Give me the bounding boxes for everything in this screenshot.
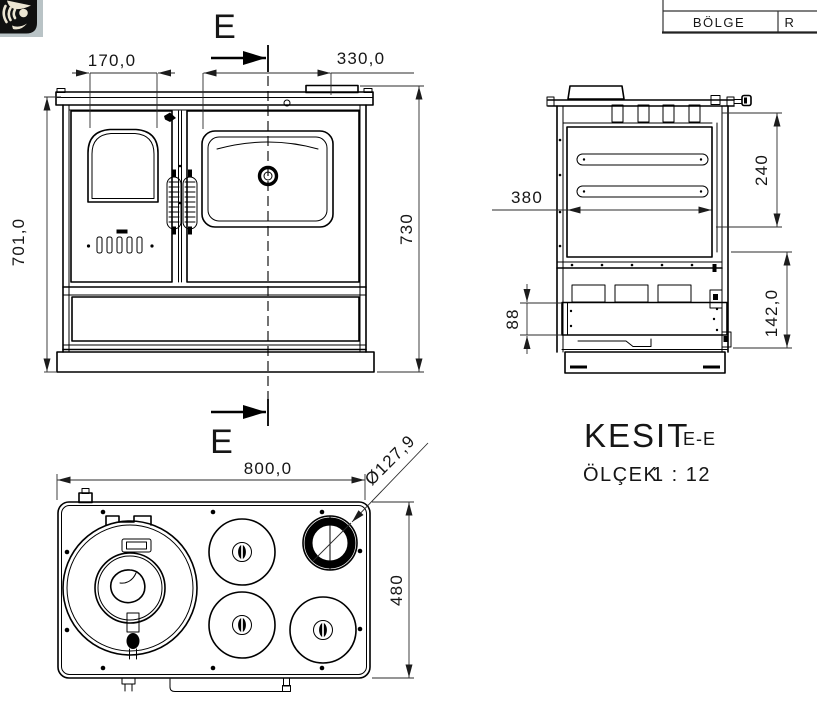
scale-label: ÖLÇEK — [583, 464, 658, 486]
dim-flue-diameter: Ø127,9 — [361, 431, 419, 489]
section-ref-label: E-E — [683, 429, 716, 449]
burner-plates — [208, 518, 357, 664]
dim-height-total: 730 — [397, 213, 416, 245]
spring-handle-right — [182, 169, 198, 235]
air-vent-slots — [86, 229, 154, 254]
dim-oven-height: 240 — [752, 154, 771, 186]
dim-top-width: 800,0 — [244, 459, 293, 478]
drawer-latch — [577, 338, 652, 347]
title-block-region-label: BÖLGE — [693, 15, 745, 30]
section-letter-top: E — [213, 8, 237, 46]
dim-door-width: 330,0 — [337, 49, 386, 68]
title-block-col2-label: R — [785, 15, 796, 30]
hotplate-lid — [62, 515, 198, 660]
dim-drawer-height: 88 — [503, 308, 522, 329]
firebox-window — [87, 128, 159, 203]
firebrick-row — [562, 104, 713, 124]
oven-cavity — [566, 126, 713, 258]
stove-top-plate — [55, 91, 374, 106]
section-drawer — [561, 301, 728, 336]
section-title: KESIT — [584, 417, 689, 454]
dim-window-width: 170,0 — [88, 51, 137, 70]
dim-oven-width: 380 — [511, 188, 543, 207]
scale-value: 1 : 12 — [652, 464, 711, 486]
section-chimney-stub — [567, 85, 625, 100]
lid-handle — [109, 569, 146, 604]
flue-collar — [302, 515, 358, 571]
cooktop-outline — [57, 501, 371, 679]
dim-height-body: 701,0 — [9, 218, 28, 267]
dimensions: 170,0 330,0 701,0 730 380 240 142,0 — [9, 49, 792, 679]
firebox-door — [70, 110, 173, 283]
top-view — [57, 488, 371, 692]
front-view — [55, 84, 375, 373]
section-view: KESIT E-E ÖLÇEK 1 : 12 — [546, 85, 752, 486]
damper-rod — [710, 94, 752, 107]
oven-rail-upper — [576, 153, 709, 166]
section-plinth — [564, 351, 726, 374]
gas-pipe — [169, 678, 283, 692]
dim-top-depth: 480 — [387, 574, 406, 606]
section-letter-bottom: E — [210, 423, 234, 461]
section-cut-markers: E E — [210, 8, 269, 461]
title-block: BÖLGE R — [662, 0, 817, 34]
cooktop-screws — [64, 509, 363, 671]
plinth — [56, 351, 375, 373]
chimney-stub — [305, 84, 359, 94]
ash-drawer-front — [71, 296, 360, 342]
app-logo[interactable] — [0, 0, 43, 37]
oven-rail-lower — [576, 185, 709, 198]
dim-base-height: 142,0 — [762, 289, 781, 338]
door-latch — [164, 112, 176, 122]
